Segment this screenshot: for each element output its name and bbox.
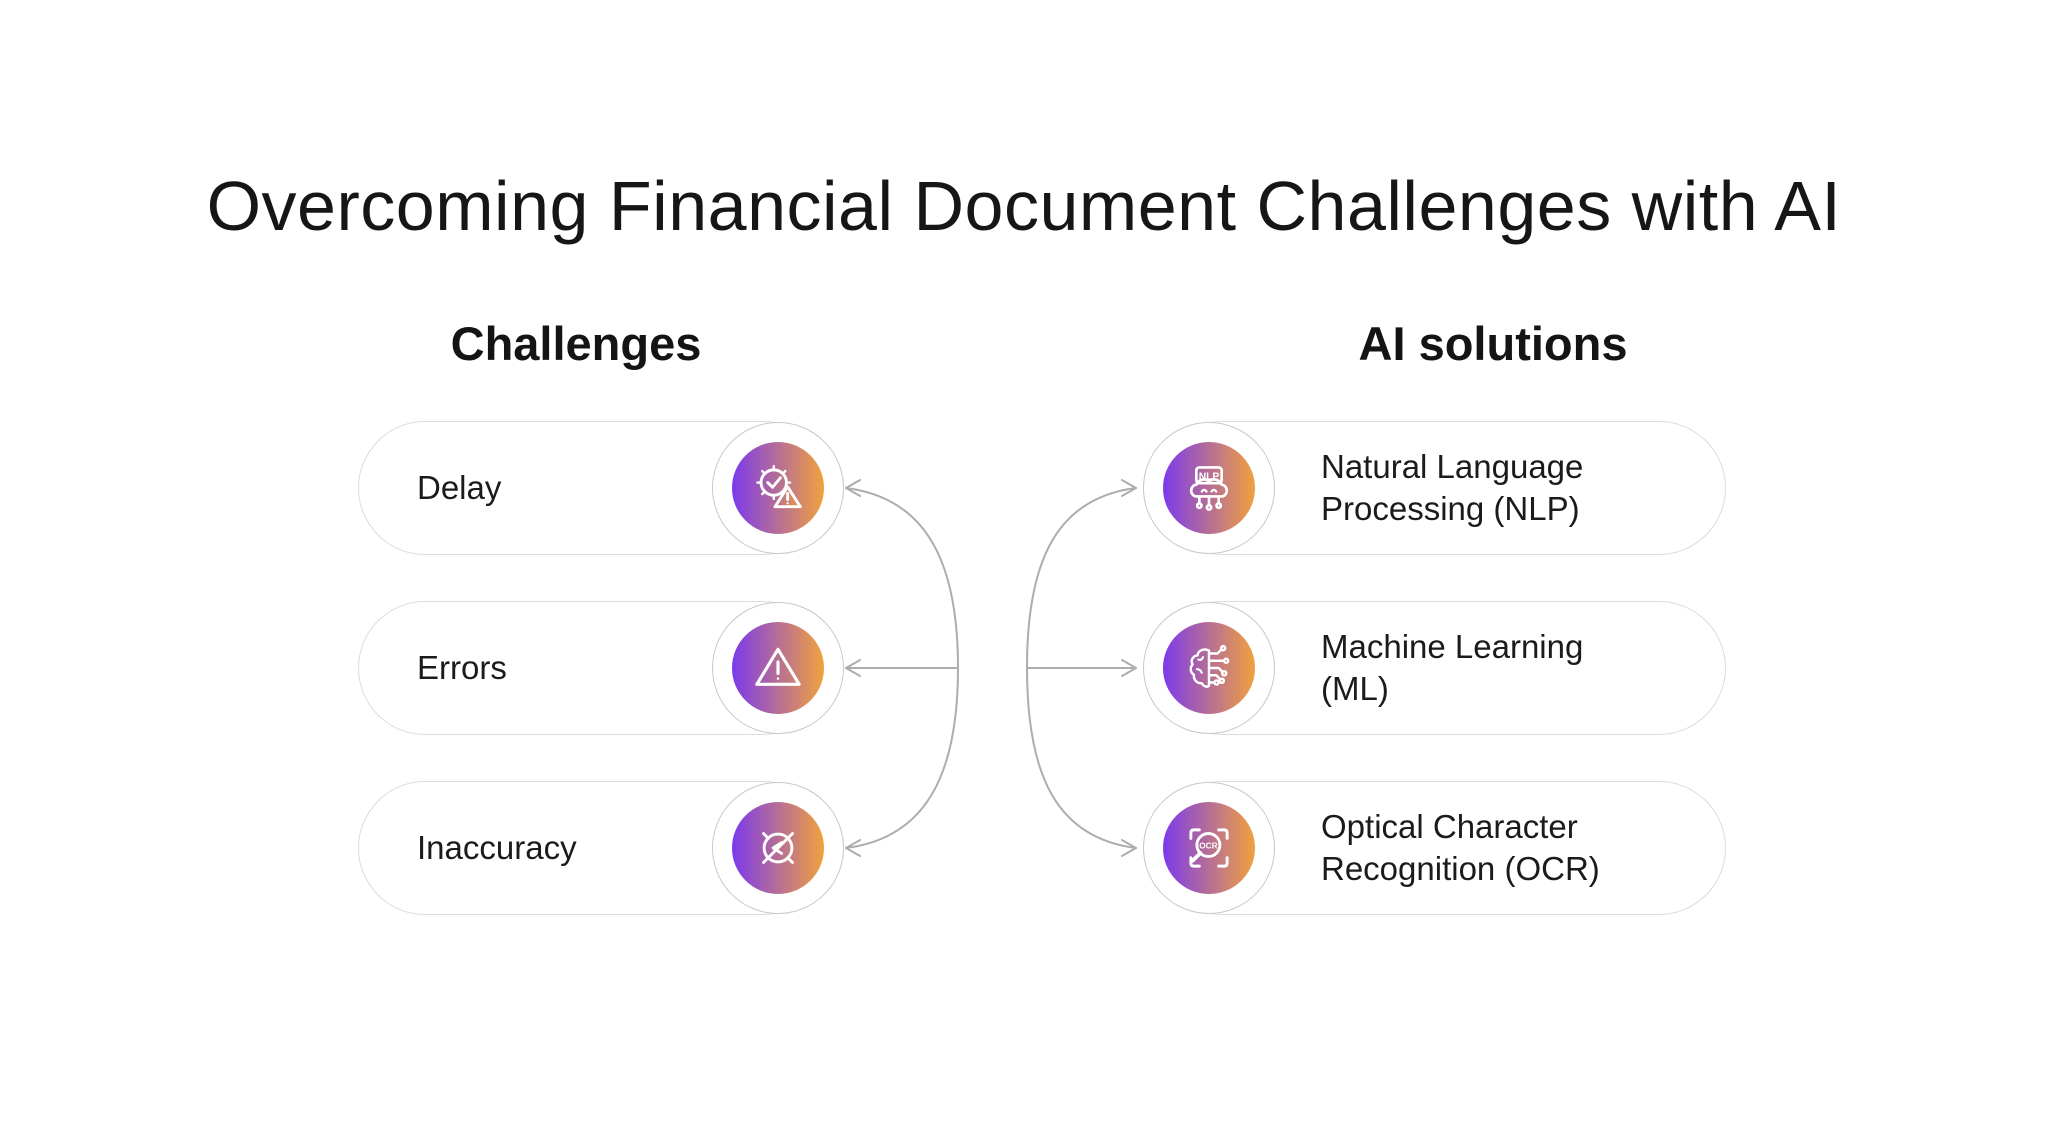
icon-ring <box>712 602 844 734</box>
challenge-label: Delay <box>417 468 502 506</box>
brain-circuit-icon <box>1189 644 1230 688</box>
challenges-header: Challenges <box>450 317 702 370</box>
target-slash-icon <box>762 832 794 864</box>
icon-ring <box>1143 602 1275 734</box>
nlp-sign-brain-icon: NLP <box>1189 466 1229 511</box>
solution-label: Optical Character Recognition (OCR) <box>1321 807 1600 887</box>
icon-ring: NLP <box>1143 422 1275 554</box>
icon-badge <box>1163 622 1255 714</box>
icon-badge: OCR <box>1163 802 1255 894</box>
ai-solutions-header: AI solutions <box>1358 317 1628 370</box>
icon-ring <box>712 782 844 914</box>
icon-badge: NLP <box>1163 442 1255 534</box>
ocr-icon-text: OCR <box>1199 841 1217 850</box>
connector-arrows <box>845 479 1137 857</box>
challenge-label: Inaccuracy <box>417 828 577 866</box>
warning-triangle-icon <box>755 647 801 686</box>
solution-label: Natural Language Processing (NLP) <box>1321 447 1584 527</box>
icon-ring: OCR <box>1143 782 1275 914</box>
nlp-icon-text: NLP <box>1199 471 1220 482</box>
icon-badge <box>732 802 824 894</box>
ocr-magnifier-icon: OCR <box>1189 828 1229 868</box>
solution-label: Machine Learning (ML) <box>1321 627 1584 707</box>
icon-badge <box>732 442 824 534</box>
challenge-label: Errors <box>417 648 507 686</box>
icon-ring <box>712 422 844 554</box>
icon-badge <box>732 622 824 714</box>
page-title: Overcoming Financial Document Challenges… <box>206 167 1842 245</box>
delayed-clock-warning-icon <box>756 465 802 509</box>
